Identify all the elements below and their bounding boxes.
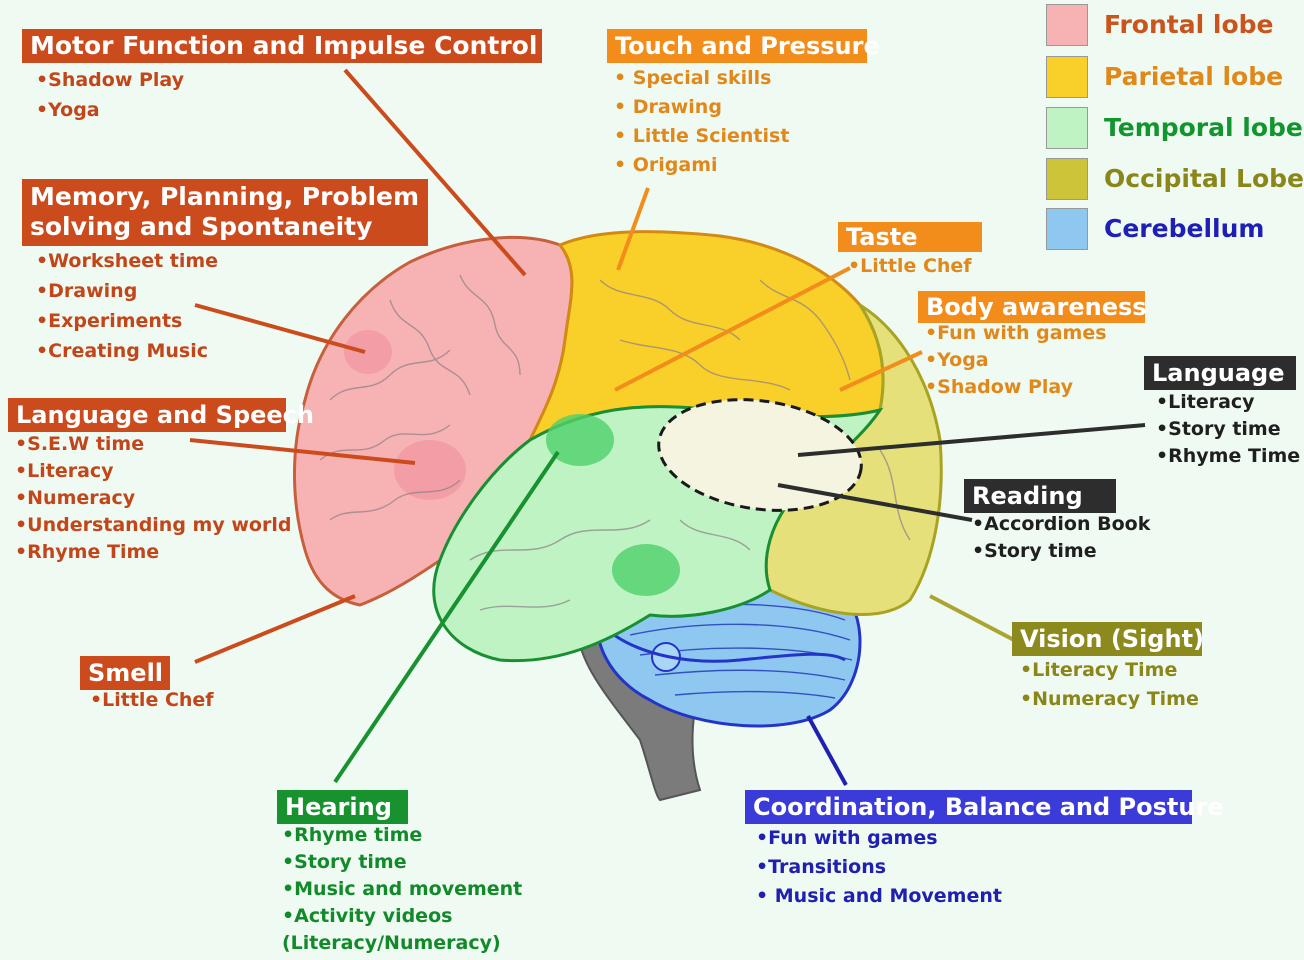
list-item: (Literacy/Numeracy) bbox=[282, 932, 501, 954]
list-item: •Accordion Book bbox=[972, 513, 1151, 535]
list-item: •Activity videos bbox=[282, 905, 453, 927]
memory-title-line2: solving and Spontaneity bbox=[30, 212, 373, 241]
vision-list: •Literacy Time •Numeracy Time bbox=[1020, 656, 1199, 714]
legend-swatch bbox=[1046, 158, 1088, 200]
list-item: •Numeracy Time bbox=[1020, 688, 1199, 710]
list-item: •Music and movement bbox=[282, 878, 523, 900]
coordination-title: Coordination, Balance and Posture bbox=[745, 790, 1224, 824]
list-item: •Shadow Play bbox=[925, 376, 1074, 398]
memory-leader bbox=[194, 303, 366, 354]
list-item: •Creating Music bbox=[36, 340, 209, 362]
list-item: •Story time bbox=[972, 540, 1097, 562]
motor-list: •Shadow Play •Yoga bbox=[36, 67, 184, 124]
list-item: •Fun with games bbox=[925, 322, 1107, 344]
list-item: •Little Chef bbox=[848, 255, 972, 277]
hearing-list: •Rhyme time •Story time •Music and movem… bbox=[282, 822, 522, 957]
list-item: •Transitions bbox=[756, 856, 887, 878]
touch-title: Touch and Pressure bbox=[607, 29, 880, 63]
list-item: •Experiments bbox=[36, 310, 183, 332]
reading-title: Reading bbox=[964, 479, 1116, 513]
coordination-leader bbox=[806, 715, 848, 786]
list-item: •Story time bbox=[1156, 418, 1281, 440]
body-title: Body awareness bbox=[918, 291, 1147, 323]
list-item: • Music and Movement bbox=[756, 885, 1002, 907]
hearing-leader bbox=[333, 450, 560, 784]
memory-title-line1: Memory, Planning, Problem bbox=[30, 182, 420, 211]
list-item: •Little Chef bbox=[90, 689, 214, 711]
list-item: •Rhyme Time bbox=[15, 541, 160, 563]
language-speech-list: •S.E.W time •Literacy •Numeracy •Underst… bbox=[15, 431, 291, 566]
list-item: •Literacy bbox=[1156, 391, 1255, 413]
legend-swatch bbox=[1046, 107, 1088, 149]
motor-title: Motor Function and Impulse Control bbox=[22, 29, 542, 63]
list-item: •Drawing bbox=[36, 280, 138, 302]
vision-title: Vision (Sight) bbox=[1012, 622, 1204, 656]
language-area bbox=[657, 398, 863, 512]
legend-swatch bbox=[1046, 208, 1088, 250]
list-item: • Drawing bbox=[614, 96, 722, 118]
list-item: •Rhyme time bbox=[282, 824, 423, 846]
touch-list: • Special skills • Drawing • Little Scie… bbox=[614, 64, 789, 180]
list-item: •Literacy bbox=[15, 460, 114, 482]
smell-leader bbox=[194, 594, 356, 664]
legend-swatch bbox=[1046, 4, 1088, 46]
list-item: •Literacy Time bbox=[1020, 659, 1178, 681]
legend-label: Cerebellum bbox=[1104, 214, 1265, 243]
smell-title: Smell bbox=[80, 656, 170, 690]
language-title: Language bbox=[1144, 356, 1296, 390]
language-leader bbox=[797, 423, 1146, 457]
list-item: •Rhyme Time bbox=[1156, 445, 1301, 467]
language-speech-leader bbox=[189, 438, 416, 465]
list-item: •Yoga bbox=[36, 99, 100, 121]
list-item: • Special skills bbox=[614, 67, 772, 89]
legend-label: Frontal lobe bbox=[1104, 10, 1274, 39]
taste-leader bbox=[614, 266, 851, 392]
body-list: •Fun with games •Yoga •Shadow Play bbox=[925, 320, 1107, 401]
reading-leader bbox=[777, 483, 973, 522]
legend-label: Occipital Lobe bbox=[1104, 164, 1304, 193]
memory-title: Memory, Planning, Problem solving and Sp… bbox=[22, 179, 428, 246]
legend-swatch bbox=[1046, 56, 1088, 98]
taste-list: •Little Chef bbox=[848, 253, 972, 280]
language-list: •Literacy •Story time •Rhyme Time bbox=[1156, 389, 1300, 470]
taste-title: Taste bbox=[838, 222, 982, 252]
list-item: •S.E.W time bbox=[15, 433, 145, 455]
list-item: •Worksheet time bbox=[36, 250, 219, 272]
motor-leader bbox=[343, 68, 527, 277]
list-item: • Little Scientist bbox=[614, 125, 790, 147]
list-item: •Yoga bbox=[925, 349, 989, 371]
list-item: •Fun with games bbox=[756, 827, 938, 849]
legend-label: Parietal lobe bbox=[1104, 62, 1284, 91]
list-item: • Origami bbox=[614, 154, 718, 176]
vision-leader bbox=[929, 594, 1015, 642]
memory-list: •Worksheet time •Drawing •Experiments •C… bbox=[36, 246, 218, 366]
list-item: •Shadow Play bbox=[36, 69, 185, 91]
touch-leader bbox=[616, 187, 650, 271]
list-item: •Story time bbox=[282, 851, 407, 873]
coordination-list: •Fun with games •Transitions • Music and… bbox=[756, 824, 1002, 911]
hearing-title: Hearing bbox=[277, 790, 408, 824]
list-item: •Numeracy bbox=[15, 487, 136, 509]
reading-list: •Accordion Book •Story time bbox=[972, 511, 1150, 565]
legend-label: Temporal lobe bbox=[1104, 113, 1303, 142]
body-leader bbox=[839, 350, 923, 392]
language-speech-title: Language and Speech bbox=[8, 398, 314, 432]
smell-list: •Little Chef bbox=[90, 687, 214, 714]
list-item: •Understanding my world bbox=[15, 514, 292, 536]
